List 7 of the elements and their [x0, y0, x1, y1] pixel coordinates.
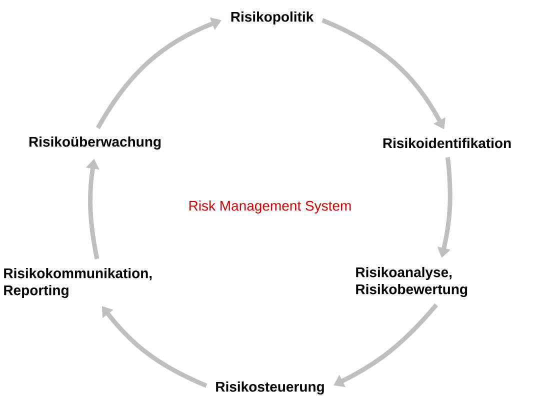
stage-label: Risikoidentifikation — [383, 138, 511, 148]
center-title: Risk Management System — [189, 200, 351, 214]
stage-label: Risikopolitik — [231, 11, 314, 25]
stage-label: Risikoanalyse, Risikobewertung — [356, 266, 468, 298]
stage-label: Risikoüberwachung — [29, 136, 161, 150]
stage-label: Risikokommunikation, Reporting — [4, 268, 152, 298]
stage-label: Risikosteuerung — [216, 381, 324, 395]
